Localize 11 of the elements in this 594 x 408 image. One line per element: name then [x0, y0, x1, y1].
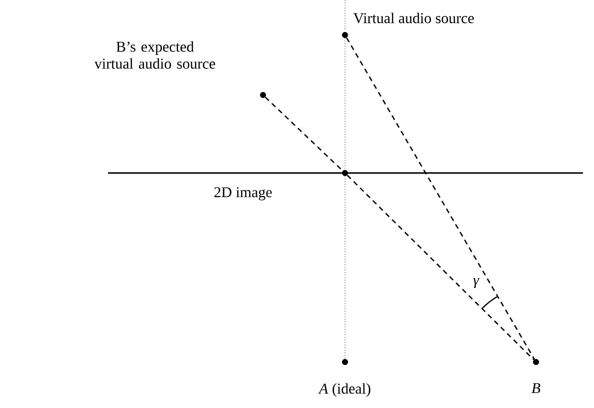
connector-line [344, 176, 346, 360]
node-caption: B’s expected virtual audio source [94, 41, 216, 69]
node-caption: Virtual audio source [353, 12, 474, 24]
connector-line [346, 37, 535, 360]
node-caption: B [532, 383, 540, 394]
text-label: 2D image [214, 187, 272, 200]
connector-line [346, 174, 534, 360]
connector-line [264, 96, 344, 172]
angle-label: γ [473, 278, 480, 288]
node-caption: A (ideal) [318, 383, 370, 397]
connector-line [344, 38, 346, 170]
